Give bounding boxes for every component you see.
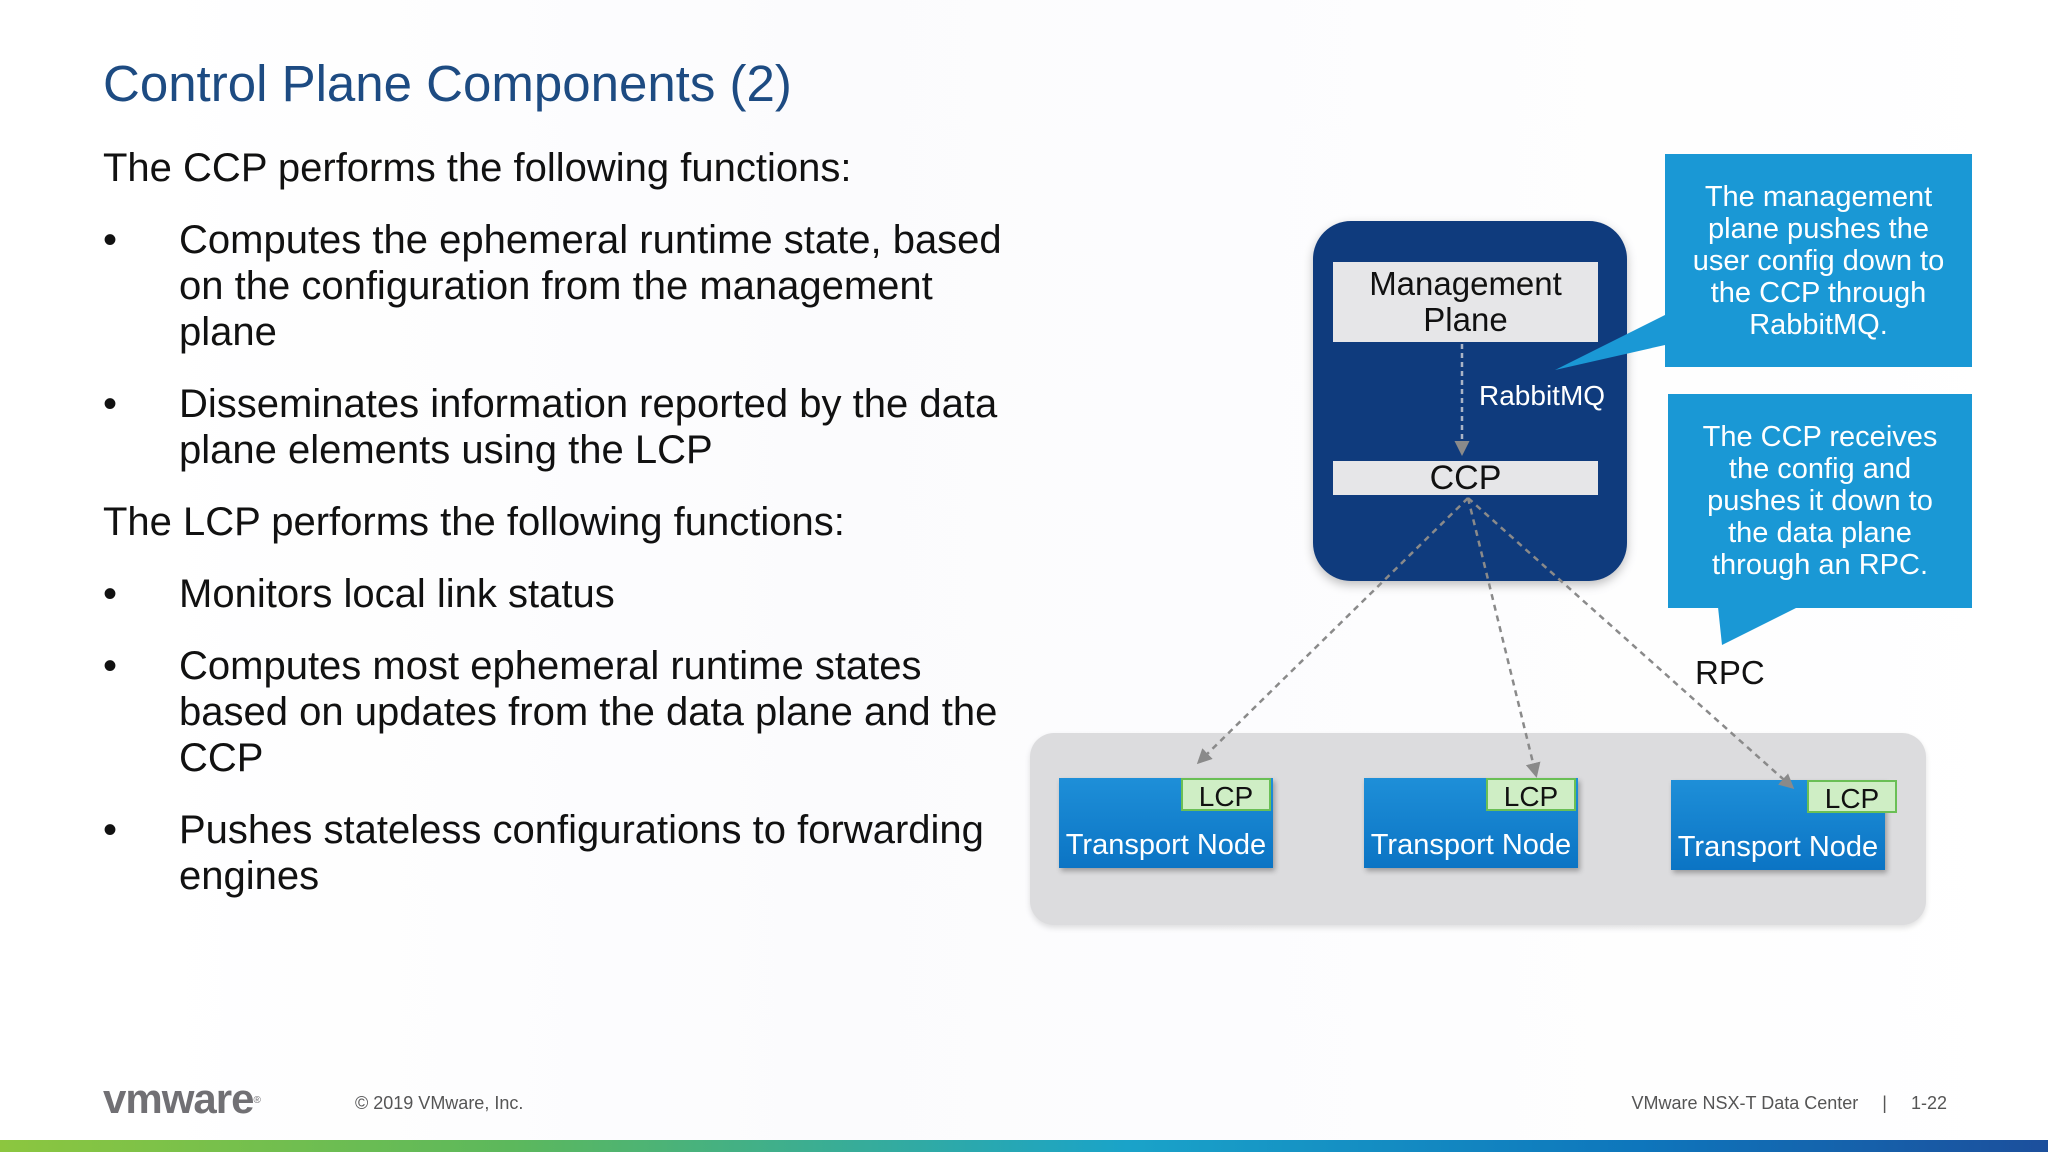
bullet-text: Computes most ephemeral runtime states b… <box>179 644 998 780</box>
transport-node-2: Transport Node <box>1364 778 1578 868</box>
callout-ccp-pointer <box>1718 607 1798 645</box>
bullet-text: Disseminates information reported by the… <box>179 382 998 472</box>
callout-ccp: The CCP receives the config and pushes i… <box>1668 394 1972 608</box>
transport-node-label: Transport Node <box>1677 831 1879 863</box>
footer-separator: | <box>1882 1093 1887 1113</box>
lcp-tag-2: LCP <box>1486 778 1576 812</box>
product-name: VMware NSX-T Data Center <box>1631 1093 1859 1113</box>
bullet-item: • Computes the ephemeral runtime state, … <box>103 217 1003 355</box>
callout-management: The management plane pushes the user con… <box>1665 154 1972 367</box>
bullet-item: • Disseminates information reported by t… <box>103 381 1003 473</box>
callout-management-text: The management plane pushes the user con… <box>1692 180 1945 341</box>
brand-gradient-bar <box>0 1140 2048 1152</box>
slide-body: The CCP performs the following functions… <box>103 145 1003 925</box>
lcp-tag-1: LCP <box>1181 778 1271 812</box>
management-plane-label-line1: Management <box>1369 265 1562 302</box>
rpc-label: RPC <box>1695 654 1765 691</box>
page-number: 1-22 <box>1910 1093 1947 1113</box>
bullet-item: • Computes most ephemeral runtime states… <box>103 643 1003 781</box>
transport-node-1: Transport Node <box>1059 778 1273 868</box>
bullet-glyph: • <box>103 644 118 688</box>
bullet-glyph: • <box>103 218 118 262</box>
copyright: © 2019 VMware, Inc. <box>355 1093 524 1113</box>
bullet-text: Monitors local link status <box>179 572 615 616</box>
slide-title: Control Plane Components (2) <box>103 55 792 112</box>
bullet-glyph: • <box>103 572 118 616</box>
rabbitmq-label: RabbitMQ <box>1479 380 1606 411</box>
bullet-glyph: • <box>103 382 118 426</box>
lcp-tag-3: LCP <box>1807 780 1897 814</box>
callout-ccp-text: The CCP receives the config and pushes i… <box>1702 421 1938 581</box>
vmware-logo: vmware® <box>103 1075 261 1122</box>
bullet-item: • Pushes stateless configurations to for… <box>103 807 1003 899</box>
management-plane-box: Management Plane <box>1333 262 1598 342</box>
bullet-text: Computes the ephemeral runtime state, ba… <box>179 218 1002 354</box>
lcp-lead: The LCP performs the following functions… <box>103 500 845 544</box>
bullet-text: Pushes stateless configurations to forwa… <box>179 808 984 898</box>
transport-node-label: Transport Node <box>1065 829 1267 861</box>
footer-right: VMware NSX-T Data Center | 1-22 <box>1632 1093 1947 1114</box>
ccp-box: CCP <box>1333 461 1598 495</box>
vmware-logo-text: vmware <box>103 1075 254 1122</box>
management-plane-label-line2: Plane <box>1423 301 1508 338</box>
bullet-item: • Monitors local link status <box>103 571 1003 617</box>
transport-node-label: Transport Node <box>1370 829 1572 861</box>
bullet-glyph: • <box>103 808 118 852</box>
ccp-lead: The CCP performs the following functions… <box>103 146 852 190</box>
registered-mark: ® <box>253 1095 260 1106</box>
